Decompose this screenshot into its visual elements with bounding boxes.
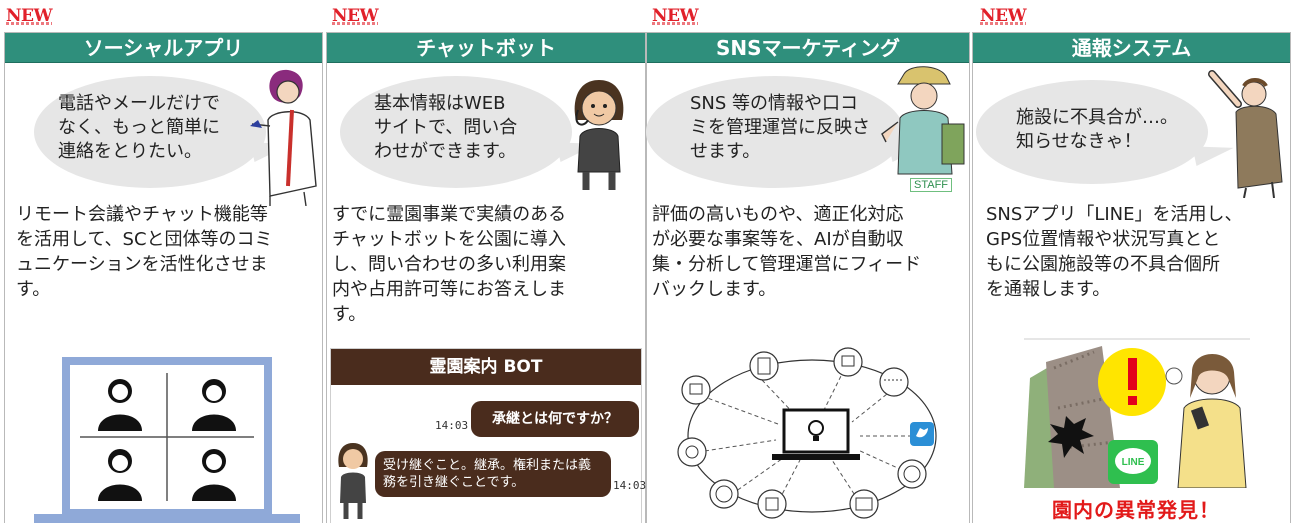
desc-line: を通報します。 <box>986 279 1111 300</box>
desc-line: 内や占用許可等にお答えしま <box>332 279 566 300</box>
chat-question-bubble: 承継とは何ですか？ <box>471 401 639 437</box>
bubble-line: 基本情報はWEB <box>374 93 506 114</box>
column-social-app: NEW ソーシャルアプリ 電話やメールだけで なく、もっと簡単に 連絡をとりたい… <box>4 0 323 523</box>
bubble-line: 知らせなきゃ！ <box>1016 131 1142 152</box>
sns-network-diagram <box>677 347 937 519</box>
alert-caption: 園内の異常発見！ <box>1052 498 1220 522</box>
card-title: ソーシャルアプリ <box>5 33 322 63</box>
bot-avatar-icon <box>338 443 368 519</box>
column-sns-marketing: NEW SNSマーケティング SNS 等の情報や口コ ミを管理運営に反映さ せま… <box>646 0 970 523</box>
bubble-line: 電話やメールだけで <box>58 93 220 114</box>
desc-line: GPS位置情報や状況写真とと <box>986 229 1221 250</box>
desc-line: 評価の高いものや、適正化対応 <box>652 204 904 225</box>
card-description: リモート会議やチャット機能等 を活用して、SCと団体等のコミ ュニケーションを活… <box>16 202 316 302</box>
operator-with-headset-illustration <box>574 80 624 190</box>
chat-timestamp: 14:03 <box>613 479 647 492</box>
new-badge: NEW <box>6 6 53 26</box>
bubble-line: 施設に不具合が…。 <box>1016 107 1178 128</box>
desc-line: チャットボットを公園に導入 <box>332 229 566 250</box>
desc-line: バックします。 <box>652 279 777 300</box>
desc-line: が必要な事案等を、AIが自動収 <box>652 229 904 250</box>
park-alert-illustration: LINE <box>1024 338 1250 488</box>
new-badge: NEW <box>980 6 1027 26</box>
staff-person-illustration <box>881 66 965 175</box>
bubble-line: せます。 <box>690 141 761 162</box>
bubble-line: なく、もっと簡単に <box>58 117 220 138</box>
chatbot-window: 霊園案内 BOT 14:03 承継とは何ですか？ 受け継ぐこと。継承。権利または… <box>330 348 646 523</box>
desc-line: リモート会議やチャット機能等 <box>16 204 268 225</box>
card-description: すでに霊園事業で実績のある チャットボットを公園に導入 し、問い合わせの多い利用… <box>332 202 642 327</box>
desc-line: す。 <box>16 279 51 300</box>
bubble-line: ミを管理運営に反映さ <box>690 117 870 138</box>
new-badge: NEW <box>652 6 699 26</box>
desc-line: ュニケーションを活性化させま <box>16 254 268 275</box>
desc-line: し、問い合わせの多い利用案 <box>332 254 566 275</box>
card-description: 評価の高いものや、適正化対応 が必要な事案等を、AIが自動収 集・分析して管理運… <box>652 202 968 302</box>
card-title: SNSマーケティング <box>647 33 969 63</box>
bubble-text: 電話やメールだけで なく、もっと簡単に 連絡をとりたい。 <box>58 92 220 164</box>
person-on-phone-illustration <box>250 69 317 206</box>
card-title: 通報システム <box>973 33 1290 63</box>
card-description: SNSアプリ「LINE」を活用し、 GPS位置情報や状況写真とと もに公園施設等… <box>986 202 1288 302</box>
bubble-line: 連絡をとりたい。 <box>58 141 202 162</box>
laptop-lightbulb-icon <box>772 408 860 460</box>
desc-line: もに公園施設等の不具合個所 <box>986 254 1220 275</box>
desc-line: す。 <box>332 304 367 325</box>
speech-bubble <box>340 76 572 188</box>
speech-bubble <box>34 76 266 188</box>
desc-line: 集・分析して管理運営にフィード <box>652 254 922 275</box>
bubble-line: サイトで、問い合 <box>374 117 518 138</box>
laptop-base <box>34 514 300 523</box>
bubble-text: SNS 等の情報や口コ ミを管理運営に反映さ せます。 <box>690 92 870 164</box>
waving-person-illustration <box>1208 70 1283 198</box>
speech-bubble <box>646 76 904 188</box>
chat-timestamp: 14:03 <box>435 419 469 432</box>
chat-header: 霊園案内 BOT <box>331 349 641 385</box>
new-badge: NEW <box>332 6 379 26</box>
chat-answer-bubble: 受け継ぐこと。継承。権利または義務を引き継ぐことです。 <box>375 451 611 497</box>
column-report-system: NEW 通報システム 施設に不具合が…。 知らせなきゃ！ SNSアプリ「LINE… <box>972 0 1291 523</box>
desc-line: を活用して、SCと団体等のコミ <box>16 229 273 250</box>
desc-line: すでに霊園事業で実績のある <box>332 204 567 225</box>
bubble-text: 基本情報はWEB サイトで、問い合 わせができます。 <box>374 92 517 164</box>
speech-bubble <box>976 80 1208 184</box>
bubble-line: SNS 等の情報や口コ <box>690 93 859 114</box>
meeting-grid-icon <box>80 373 254 501</box>
bubble-line: わせができます。 <box>374 141 517 162</box>
card-title: チャットボット <box>327 33 645 63</box>
bubble-text: 施設に不具合が…。 知らせなきゃ！ <box>1016 106 1178 154</box>
desc-line: SNSアプリ「LINE」を活用し、 <box>986 204 1243 225</box>
staff-badge: STAFF <box>910 178 953 192</box>
video-conference-illustration <box>62 357 272 517</box>
line-logo-icon: LINE <box>1122 457 1145 468</box>
